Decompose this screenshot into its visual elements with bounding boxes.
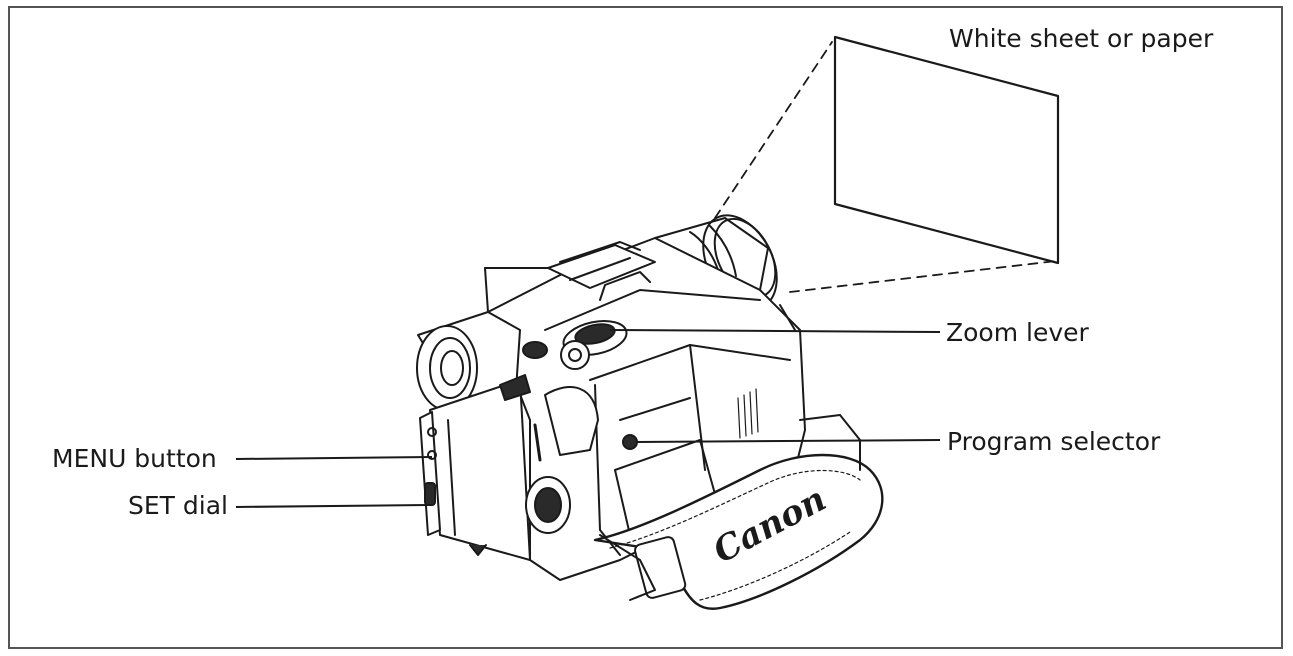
label-program-selector: Program selector bbox=[947, 427, 1161, 456]
set-dial-leader bbox=[235, 504, 429, 508]
lcd-panel bbox=[419, 379, 531, 561]
label-set-dial: SET dial bbox=[128, 491, 228, 520]
white-sheet bbox=[833, 35, 1060, 265]
label-white-sheet: White sheet or paper bbox=[949, 24, 1214, 53]
label-zoom-lever: Zoom lever bbox=[946, 318, 1089, 347]
menu-button-leader bbox=[235, 456, 433, 460]
label-menu-button: MENU button bbox=[52, 444, 217, 473]
hand-strap bbox=[593, 414, 884, 610]
top-handle bbox=[547, 241, 656, 301]
zoom-lever-leader bbox=[609, 329, 941, 333]
side-controls bbox=[499, 374, 759, 534]
projection-line-top bbox=[714, 41, 833, 219]
program-selector-leader bbox=[635, 439, 941, 443]
projection-line-bottom bbox=[789, 260, 1057, 293]
